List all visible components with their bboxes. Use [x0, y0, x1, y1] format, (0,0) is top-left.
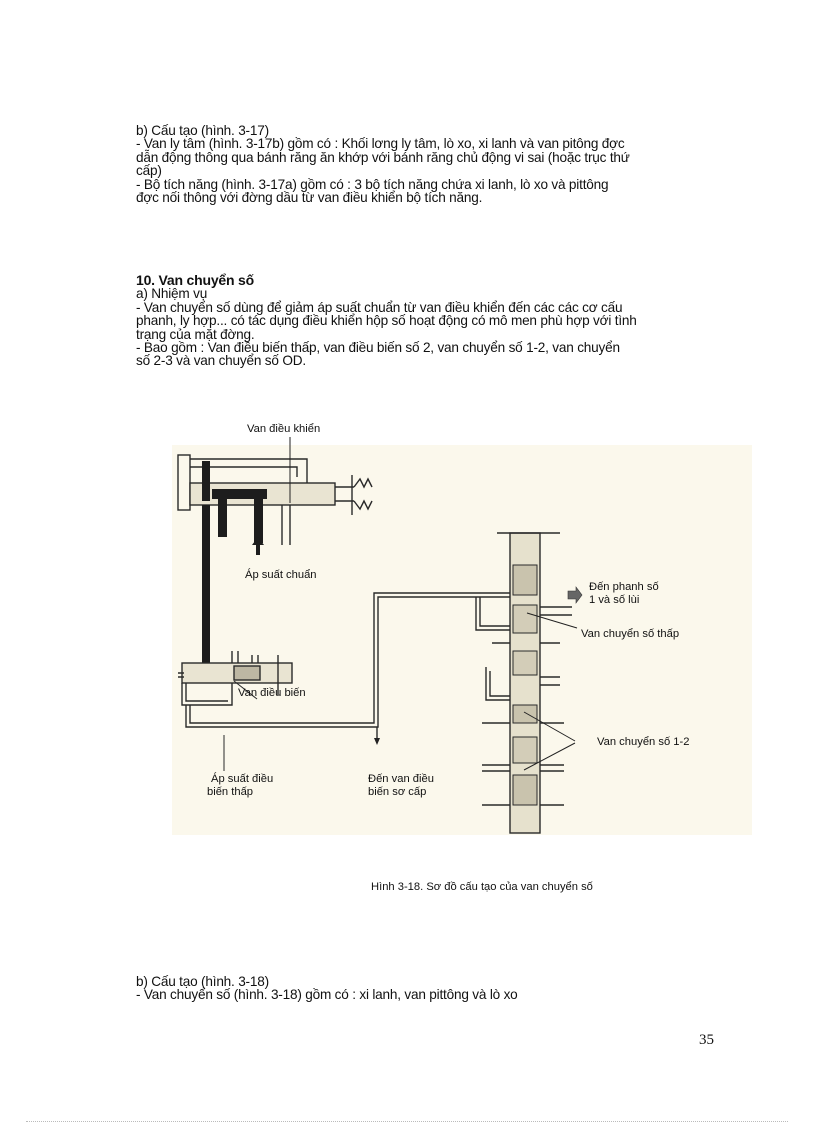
paragraph-line: phanh, ly hợp... có tác dụng điều khiển … [136, 313, 637, 329]
label-line: biến sơ cấp [368, 785, 427, 798]
label-line-pressure: Áp suất chuẩn [245, 569, 317, 581]
figure-shift-valve-diagram: Van điều khiển Áp suất chuẩn Van điều bi… [172, 415, 752, 835]
label-line: Đến van điều [368, 773, 434, 785]
label-to-brake: Đến phanh số 1 và số lùi [589, 581, 659, 606]
section-structure-3-17: b) Cấu tạo (hình. 3-17) - Van ly tâm (hì… [136, 123, 720, 206]
section-heading: b) Cấu tạo (hình. 3-17) [136, 123, 269, 138]
paragraph-line: đợc nối thông với đờng dầu từ van điều k… [136, 190, 483, 206]
label-shift-valve-1-2: Van chuyển số 1-2 [597, 736, 690, 748]
section-heading: b) Cấu tạo (hình. 3-18) [136, 974, 269, 989]
page-bottom-divider [26, 1121, 788, 1123]
section-shift-valve: 10. Van chuyển số a) Nhiệm vụ - Van chuy… [136, 272, 720, 369]
subheading: a) Nhiệm vụ [136, 286, 208, 302]
label-low-modulator-pressure: Áp suất điều biến thấp [207, 773, 274, 798]
paragraph-line: - Van chuyển số dùng để giảm áp suất chu… [136, 299, 623, 315]
section-title: 10. Van chuyển số [136, 272, 254, 288]
label-line: Áp suất điều [211, 773, 274, 785]
label-to-primary-modulator: Đến van điều biến sơ cấp [368, 773, 434, 798]
label-modulator-valve: Van điều biến [238, 687, 306, 699]
label-line: Đến phanh số [589, 581, 659, 593]
hydraulic-diagram [172, 437, 752, 835]
paragraph-line: - Van chuyển số (hình. 3-18) gồm có : xi… [136, 987, 518, 1003]
label-line: 1 và số lùi [589, 593, 640, 606]
paragraph-line: trạng của mặt đờng. [136, 326, 255, 342]
label-line: biến thấp [207, 785, 254, 798]
paragraph-line: số 2-3 và van chuyển số OD. [136, 353, 306, 369]
paragraph-line: - Van ly tâm (hình. 3-17b) gồm có : Khối… [136, 136, 625, 152]
section-structure-3-18: b) Cấu tạo (hình. 3-18) - Van chuyển số … [136, 974, 720, 1003]
paragraph-line: cấp) [136, 163, 162, 179]
paragraph-line: - Bộ tích năng (hình. 3-17a) gồm có : 3 … [136, 176, 609, 192]
label-control-valve: Van điều khiển [247, 423, 321, 435]
paragraph-line: dẫn động thông qua bánh răng ăn khớp với… [136, 149, 630, 165]
page-number: 35 [699, 1032, 714, 1048]
label-low-shift-valve: Van chuyển số thấp [581, 628, 680, 640]
paragraph-line: - Bao gồm : Van điều biến thấp, van điều… [136, 340, 620, 356]
figure-caption: Hình 3-18. Sơ đồ cấu tạo của van chuyển … [371, 881, 593, 893]
